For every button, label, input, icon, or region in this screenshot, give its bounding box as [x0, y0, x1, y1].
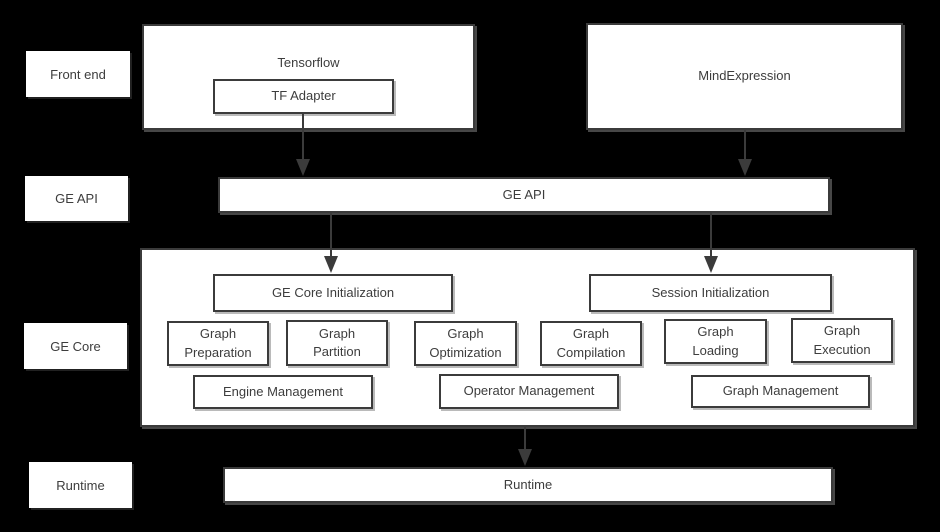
graph-loading-label-line1: Graph	[697, 324, 734, 340]
graph-optimization-label-line2: Optimization	[429, 344, 502, 360]
graph-loading-label-line2: Loading	[692, 342, 739, 358]
ge-core-box: GE Core Initialization Session Initializ…	[140, 248, 915, 427]
graph-execution-label-line1: Graph	[823, 323, 861, 339]
side-label-ge-core: GE Core	[24, 323, 127, 369]
graph-preparation-box: Graph Preparation	[167, 321, 269, 366]
runtime-bar-label: Runtime	[503, 476, 553, 492]
graph-execution-label-line2: Execution	[813, 341, 871, 357]
operator-management-label: Operator Management	[463, 383, 595, 399]
graph-compilation-label-line2: Compilation	[556, 344, 626, 360]
ge-core-initialization-box: GE Core Initialization	[213, 274, 453, 312]
graph-preparation-label-line1: Graph	[199, 326, 237, 342]
side-label-front-end-text: Front end	[50, 66, 106, 82]
tf-adapter-box: TF Adapter	[213, 79, 394, 114]
tensorflow-box: Tensorflow TF Adapter	[142, 24, 475, 130]
arrow-mindexpression-to-ge-api	[738, 130, 752, 176]
graph-execution-box: Graph Execution	[791, 318, 893, 363]
side-label-ge-api-text: GE API	[55, 191, 98, 206]
side-label-front-end: Front end	[26, 51, 130, 97]
side-label-runtime-text: Runtime	[56, 477, 105, 493]
graph-management-label: Graph Management	[722, 383, 839, 399]
graph-management-box: Graph Management	[691, 375, 870, 408]
operator-management-box: Operator Management	[439, 374, 619, 409]
mindexpression-box: MindExpression	[586, 23, 903, 130]
mindexpression-label: MindExpression	[698, 68, 791, 84]
ge-api-bar: GE API	[218, 177, 830, 213]
ge-core-initialization-label: GE Core Initialization	[271, 284, 395, 300]
graph-preparation-label-line2: Preparation	[184, 344, 252, 360]
side-label-ge-api: GE API	[25, 176, 128, 221]
graph-loading-box: Graph Loading	[664, 319, 767, 364]
side-label-ge-core-text: GE Core	[50, 338, 101, 354]
arrow-ge-core-to-runtime	[518, 427, 532, 466]
engine-management-label: Engine Management	[223, 383, 343, 399]
session-initialization-box: Session Initialization	[589, 274, 832, 312]
tf-adapter-label: TF Adapter	[271, 88, 336, 104]
tensorflow-label: Tensorflow	[277, 55, 340, 70]
graph-partition-box: Graph Partition	[286, 320, 388, 366]
graph-partition-label-line1: Graph	[318, 325, 356, 341]
ge-api-bar-label: GE API	[502, 186, 546, 202]
graph-compilation-label-line1: Graph	[572, 326, 610, 342]
session-initialization-label: Session Initialization	[651, 284, 770, 300]
side-label-runtime: Runtime	[29, 462, 132, 508]
graph-partition-label-line2: Partition	[313, 344, 361, 359]
graph-optimization-label-line1: Graph	[447, 326, 484, 342]
runtime-bar: Runtime	[223, 467, 833, 503]
graph-compilation-box: Graph Compilation	[540, 321, 642, 366]
graph-optimization-box: Graph Optimization	[414, 321, 517, 366]
engine-management-box: Engine Management	[193, 375, 373, 409]
